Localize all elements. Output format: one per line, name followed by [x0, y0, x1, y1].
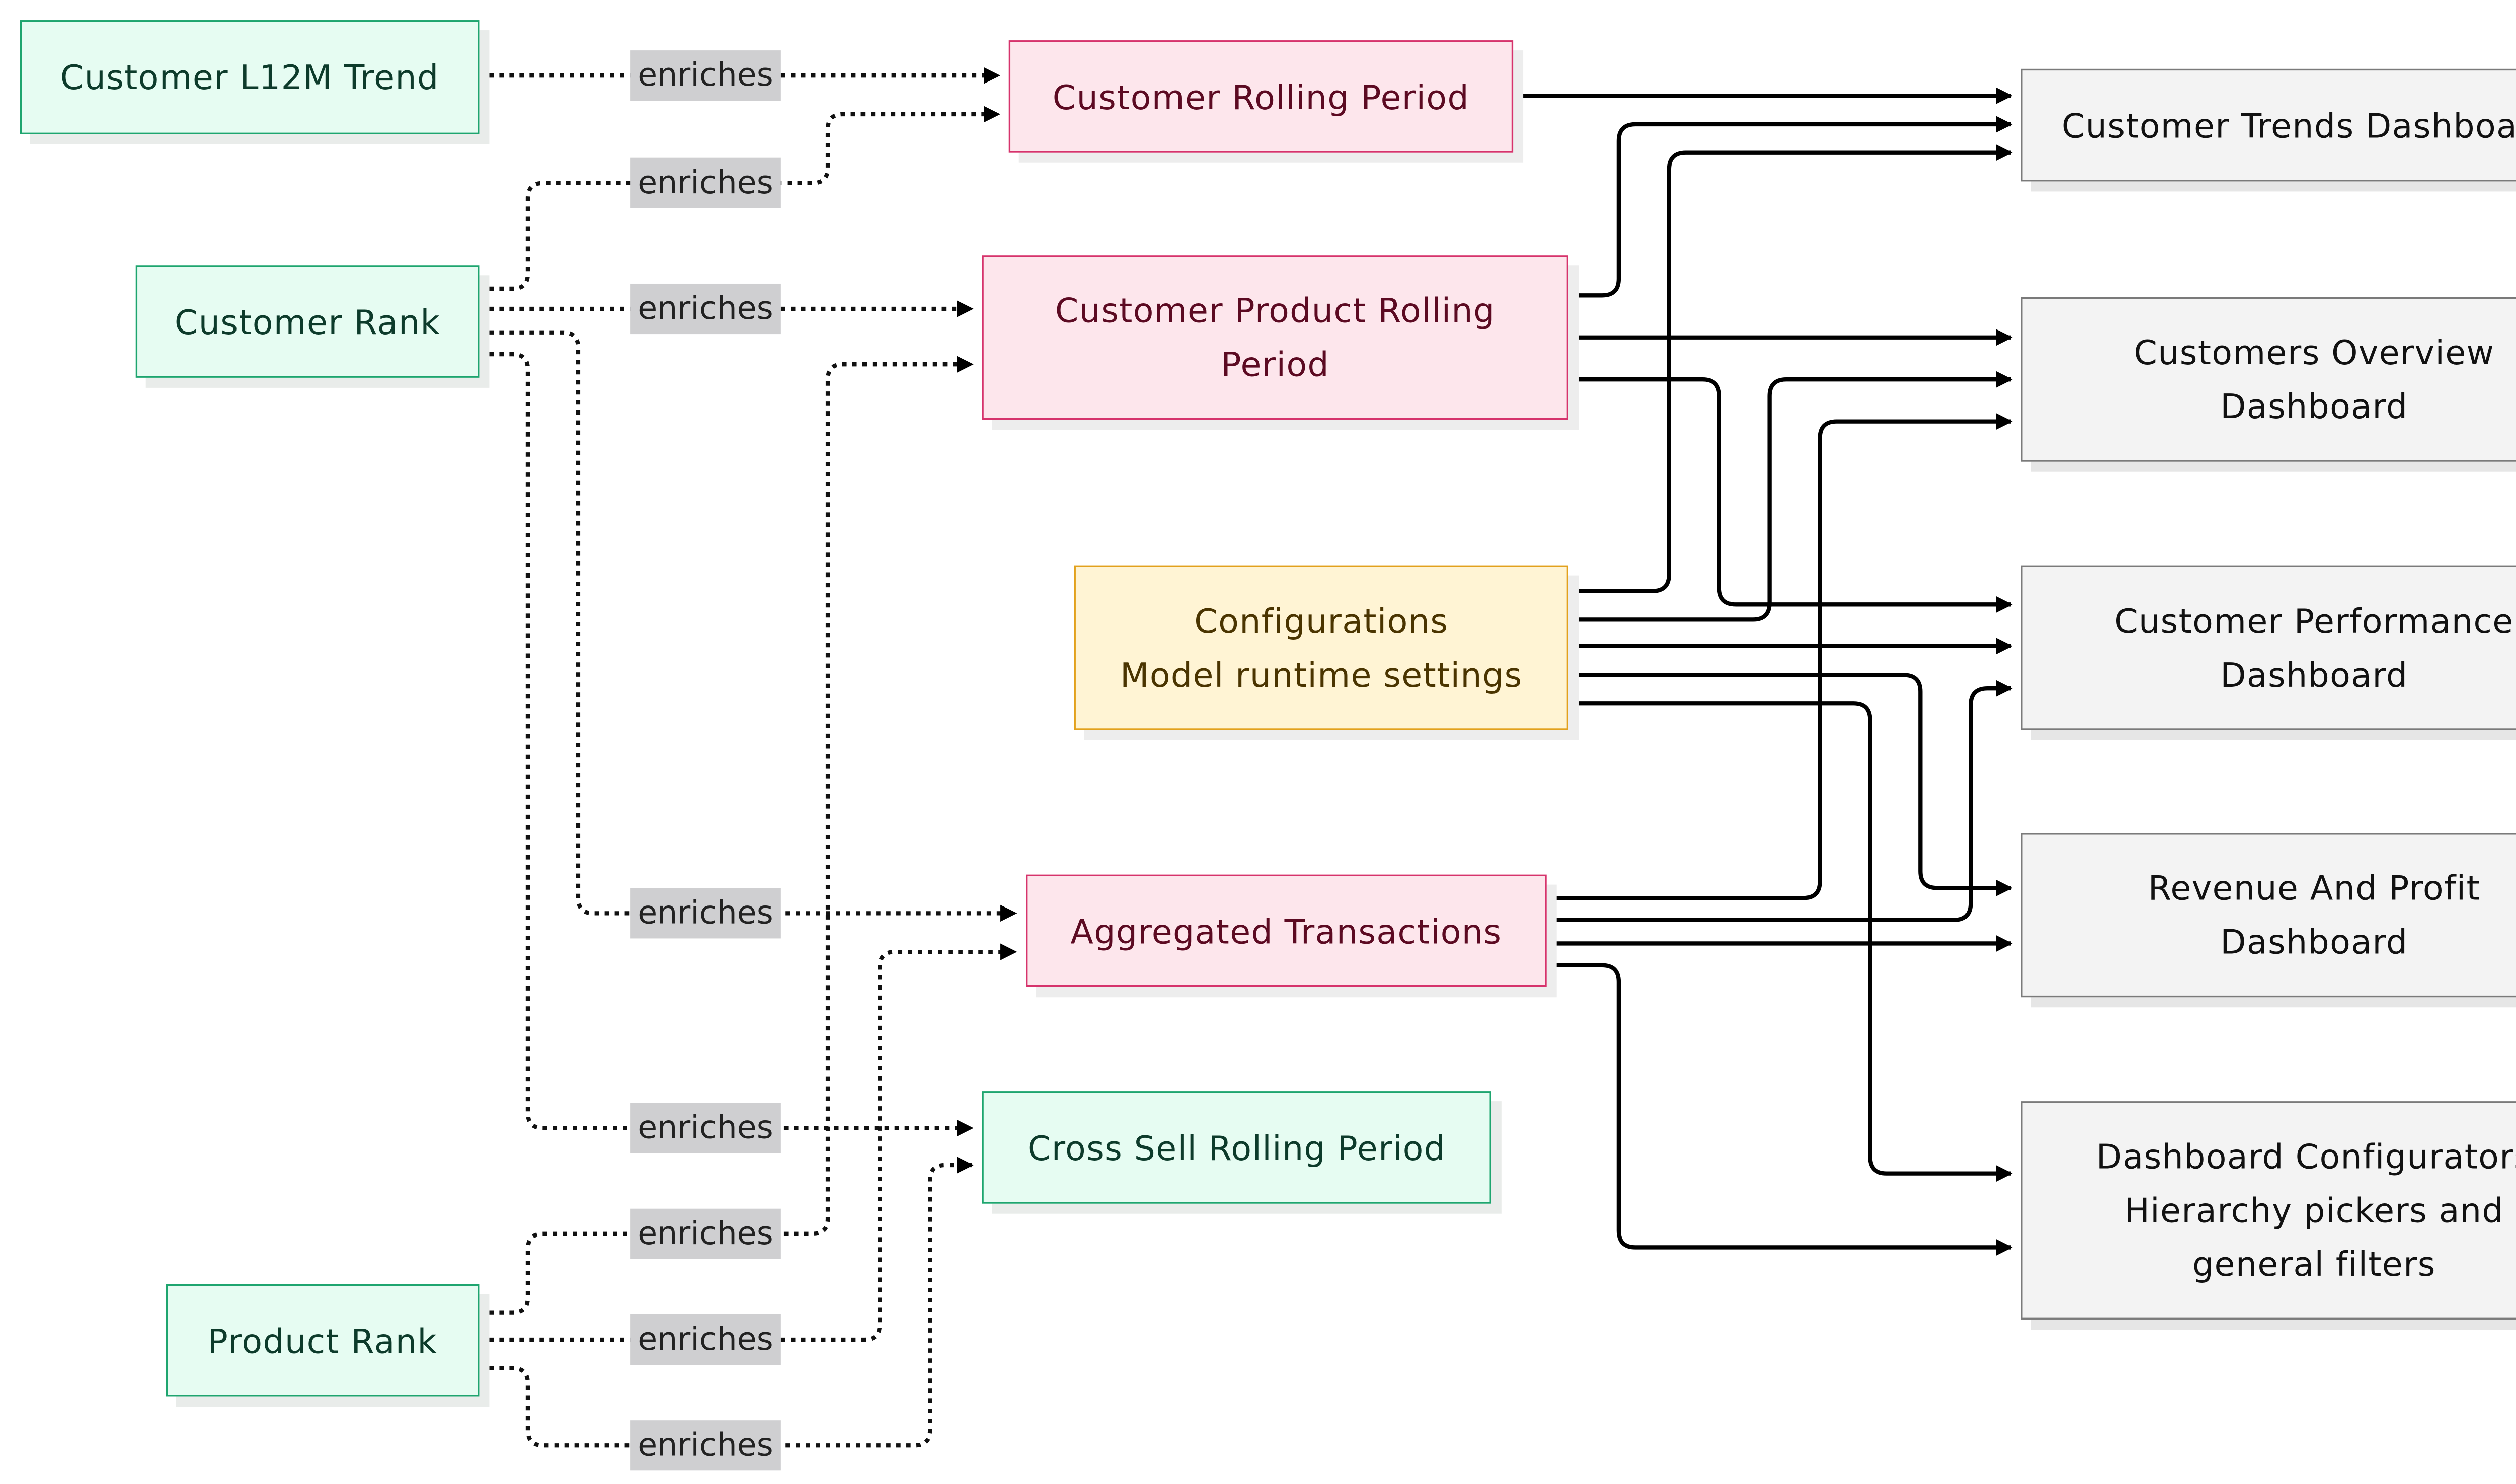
edge-label-enriches: enriches	[630, 888, 781, 939]
edge-product-rank-to-aggregated	[479, 943, 1017, 1342]
edge-label-enriches: enriches	[630, 157, 781, 208]
node-label: Revenue And Profit Dashboard	[2148, 868, 2481, 962]
edge-rank-to-aggregated	[479, 330, 1017, 922]
node-label: Customer L12M Trend	[60, 57, 439, 98]
edge-configurations-to-trends	[1568, 144, 2013, 593]
node-label: Cross Sell Rolling Period	[1027, 1127, 1446, 1168]
node-configurations[interactable]: Configurations Model runtime settings	[1074, 565, 1569, 730]
node-label: Aggregated Transactions	[1070, 911, 1502, 951]
edge-label-enriches: enriches	[630, 1103, 781, 1153]
node-product-rank[interactable]: Product Rank	[166, 1284, 480, 1397]
node-customer-rank[interactable]: Customer Rank	[135, 265, 480, 378]
node-label: Customer Performance Dashboard	[2114, 601, 2514, 695]
node-label: Customer Product Rolling Period	[1055, 290, 1496, 385]
node-label: Dashboard Configurators Hierarchy picker…	[2096, 1136, 2516, 1284]
edge-customer-product-to-trends	[1568, 116, 2013, 298]
edge-rank-to-cross-sell	[479, 352, 974, 1137]
node-label: Customers Overview Dashboard	[2134, 332, 2495, 427]
node-revenue-and-profit-dashboard[interactable]: Revenue And Profit Dashboard	[2021, 833, 2516, 998]
node-customer-product-rolling-period[interactable]: Customer Product Rolling Period	[982, 255, 1569, 420]
edge-product-rank-to-customer-product	[479, 356, 974, 1315]
edge-aggregated-to-performance	[1546, 680, 2013, 922]
node-customers-overview-dashboard[interactable]: Customers Overview Dashboard	[2021, 297, 2516, 462]
node-customer-performance-dashboard[interactable]: Customer Performance Dashboard	[2021, 565, 2516, 730]
node-label: Customer Rank	[174, 301, 441, 342]
edge-label-enriches: enriches	[630, 1208, 781, 1259]
edge-label-enriches: enriches	[630, 1420, 781, 1471]
edge-label-enriches: enriches	[630, 1314, 781, 1365]
node-label: Customer Trends Dashboard	[2061, 105, 2516, 145]
node-cross-sell-rolling-period[interactable]: Cross Sell Rolling Period	[982, 1091, 1491, 1204]
edge-configurations-to-overview	[1568, 371, 2013, 622]
edge-customer-product-to-performance	[1568, 377, 2013, 613]
edge-product-rank-to-cross-sell	[479, 1157, 974, 1448]
node-dashboard-configurators[interactable]: Dashboard Configurators Hierarchy picker…	[2021, 1101, 2516, 1320]
edge-configurations-to-configurators	[1568, 701, 2013, 1182]
edge-aggregated-to-configurators	[1546, 963, 2013, 1256]
edge-label-enriches: enriches	[630, 50, 781, 101]
node-aggregated-transactions[interactable]: Aggregated Transactions	[1026, 874, 1547, 987]
node-label: Configurations Model runtime settings	[1120, 601, 1523, 695]
node-customer-trends-dashboard[interactable]: Customer Trends Dashboard	[2021, 68, 2516, 182]
edge-label-enriches: enriches	[630, 283, 781, 335]
node-label: Customer Rolling Period	[1052, 76, 1470, 117]
node-label: Product Rank	[207, 1320, 438, 1361]
edge-aggregated-to-overview	[1546, 413, 2013, 900]
edge-configurations-to-revenue	[1568, 673, 2013, 897]
feeds-edges	[1513, 87, 2013, 1256]
node-customer-rolling-period[interactable]: Customer Rolling Period	[1008, 40, 1514, 153]
node-customer-l12m-trend[interactable]: Customer L12M Trend	[20, 20, 480, 134]
